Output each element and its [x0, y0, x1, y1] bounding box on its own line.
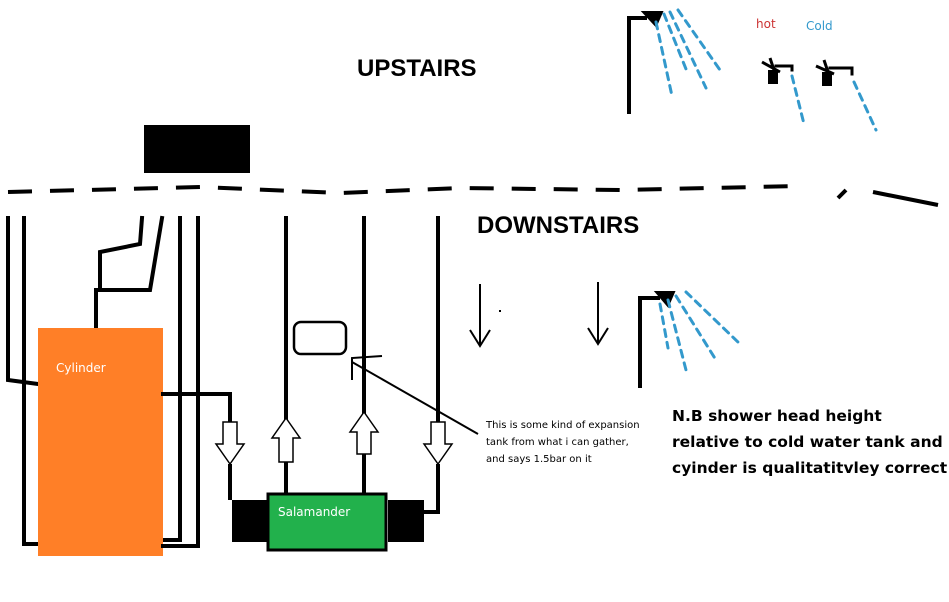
hot-label: hot [756, 17, 776, 31]
arrow-down-icon-2 [587, 282, 609, 346]
cylinder [38, 328, 163, 556]
nb-note: N.B shower head height relative to cold … [672, 407, 948, 477]
cold-water-tank [144, 125, 250, 173]
downstairs-shower-icon [638, 290, 742, 388]
note-line-3: cyinder is qualitatitvley correct [672, 459, 948, 477]
pipework-center [161, 216, 440, 548]
expansion-tank-annotation: This is some kind of expansion tank from… [485, 420, 643, 465]
arrow-up-icon-1 [270, 416, 302, 463]
cylinder-label: Cylinder [56, 361, 106, 375]
note-line-1: N.B shower head height [672, 407, 882, 425]
pump-end-left [232, 500, 268, 542]
stray-dot [499, 310, 501, 312]
upstairs-shower-icon [627, 8, 722, 114]
hot-tap-icon [761, 57, 806, 126]
salamander-pump [266, 492, 388, 552]
arrow-down-icon-3 [214, 421, 246, 466]
annotation-arrow [351, 355, 479, 435]
pump-end-right [388, 500, 424, 542]
arrow-down-icon-1 [469, 284, 491, 348]
arrow-up-icon-2 [348, 410, 380, 455]
salamander-label: Salamander [278, 505, 350, 519]
upstairs-heading: UPSTAIRS [357, 55, 477, 82]
pipework-left [6, 215, 200, 546]
arrow-down-icon-4 [422, 421, 454, 466]
floor-divider [7, 184, 939, 207]
expansion-tank [292, 320, 348, 356]
note-line-2: relative to cold water tank and [672, 433, 943, 451]
cold-label: Cold [806, 19, 833, 33]
annotation-line-1: This is some kind of expansion [485, 420, 640, 431]
annotation-line-2: tank from what i can gather, [486, 437, 629, 448]
annotation-line-3: and says 1.5bar on it [486, 454, 592, 465]
cold-tap-icon [815, 59, 878, 132]
downstairs-heading: DOWNSTAIRS [477, 212, 639, 239]
